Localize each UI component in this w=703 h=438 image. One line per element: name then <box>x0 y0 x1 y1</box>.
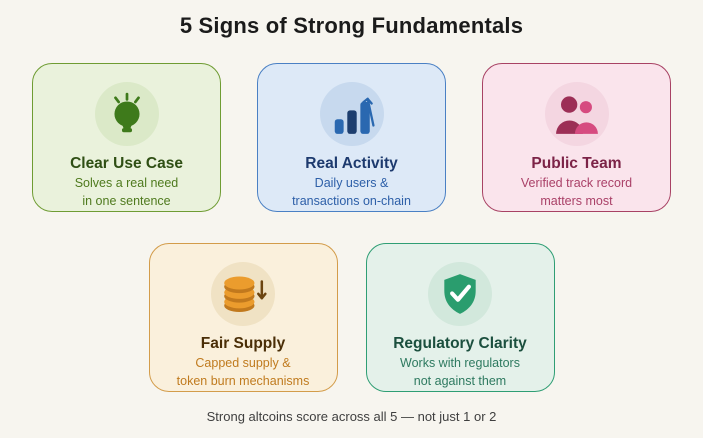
card-subtitle-line2: matters most <box>540 193 613 208</box>
card-title: Regulatory Clarity <box>393 335 527 352</box>
card-title: Fair Supply <box>200 335 286 352</box>
icon-chip <box>211 262 275 326</box>
card-subtitle: Verified track record matters most <box>521 175 632 210</box>
card-subtitle: Daily users & transactions on-chain <box>292 175 411 210</box>
card-regulatory-clarity: Regulatory Clarity Works with regulators… <box>365 243 555 392</box>
card-subtitle-line2: not against them <box>413 373 507 388</box>
cards-row-top: Clear Use Case Solves a real need in one… <box>0 63 703 212</box>
card-subtitle-line1: Verified track record <box>520 176 633 190</box>
card-title: Clear Use Case <box>70 155 183 172</box>
icon-chip <box>544 82 609 146</box>
card-subtitle: Solves a real need in one sentence <box>75 175 179 210</box>
card-title: Public Team <box>531 155 622 172</box>
card-subtitle-line1: Solves a real need <box>74 176 179 190</box>
page-title: 5 Signs of Strong Fundamentals <box>179 13 524 38</box>
lightbulb-icon <box>113 92 140 133</box>
footer-note: Strong altcoins score across all 5 — not… <box>206 409 497 424</box>
card-subtitle: Capped supply & token burn mechanisms <box>177 355 310 390</box>
icon-chip <box>319 82 384 146</box>
card-subtitle-line2: token burn mechanisms <box>176 373 310 388</box>
card-clear-use-case: Clear Use Case Solves a real need in one… <box>32 63 221 212</box>
icon-chip <box>428 262 492 326</box>
card-real-activity: Real Activity Daily users & transactions… <box>257 63 446 212</box>
card-subtitle: Works with regulators not against them <box>400 355 520 390</box>
shield-check-icon <box>444 274 476 314</box>
card-subtitle-line1: Capped supply & <box>195 356 291 370</box>
card-title: Real Activity <box>305 155 398 172</box>
bar-chart-icon <box>334 97 375 134</box>
card-public-team: Public Team Verified track record matter… <box>482 63 671 212</box>
card-subtitle-line2: in one sentence <box>82 193 171 208</box>
card-fair-supply: Fair Supply Capped supply & token burn m… <box>148 243 338 392</box>
people-icon <box>555 96 598 134</box>
coins-icon <box>224 276 267 312</box>
card-subtitle-line1: Works with regulators <box>400 356 520 370</box>
card-subtitle-line2: transactions on-chain <box>292 193 411 208</box>
icon-chip <box>94 82 159 146</box>
cards-row-bottom: Fair Supply Capped supply & token burn m… <box>0 243 703 392</box>
card-subtitle-line1: Daily users & <box>314 176 389 190</box>
